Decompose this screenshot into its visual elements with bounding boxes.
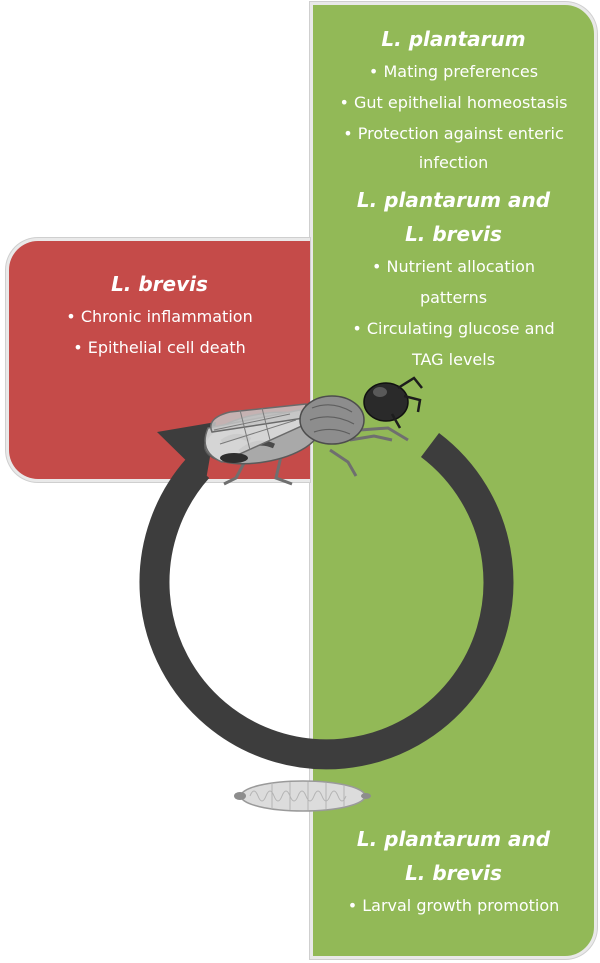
effect-enteric-protection: Protection against enteric: [313, 118, 594, 149]
combined-effects-larva: L. plantarum and L. brevis Larval growth…: [313, 822, 594, 921]
lbrevis-heading: L. brevis: [111, 272, 208, 296]
lbrevis-panel: L. brevis Chronic inflammation Epithelia…: [6, 238, 310, 482]
effect-nutrient-allocation: Nutrient allocation: [313, 251, 594, 282]
effect-gut-homeostasis: Gut epithelial homeostasis: [313, 87, 594, 118]
effect-enteric-protection-cont: infection: [418, 153, 489, 172]
effect-glucose-levels-cont: TAG levels: [411, 350, 496, 369]
effect-mating: Mating preferences: [313, 56, 594, 87]
combined-heading-larva-line2: L. brevis: [405, 861, 502, 885]
combined-heading-adult-line1: L. plantarum and: [356, 188, 551, 212]
lbrevis-effects: L. brevis Chronic inflammation Epithelia…: [9, 267, 310, 363]
lplantarum-effects: L. plantarum Mating preferences Gut epit…: [313, 22, 594, 178]
combined-heading-larva-line1: L. plantarum and: [356, 827, 551, 851]
lplantarum-heading: L. plantarum: [381, 27, 526, 51]
effect-epithelial-death: Epithelial cell death: [9, 332, 310, 363]
lplantarum-panel: L. plantarum Mating preferences Gut epit…: [310, 2, 597, 959]
effect-glucose-levels: Circulating glucose and: [313, 313, 594, 344]
combined-effects-adult: L. plantarum and L. brevis Nutrient allo…: [313, 183, 594, 375]
effect-nutrient-allocation-cont: patterns: [419, 288, 488, 307]
combined-heading-adult-line2: L. brevis: [405, 222, 502, 246]
effect-larval-growth: Larval growth promotion: [313, 890, 594, 921]
effect-chronic-inflammation: Chronic inflammation: [9, 301, 310, 332]
